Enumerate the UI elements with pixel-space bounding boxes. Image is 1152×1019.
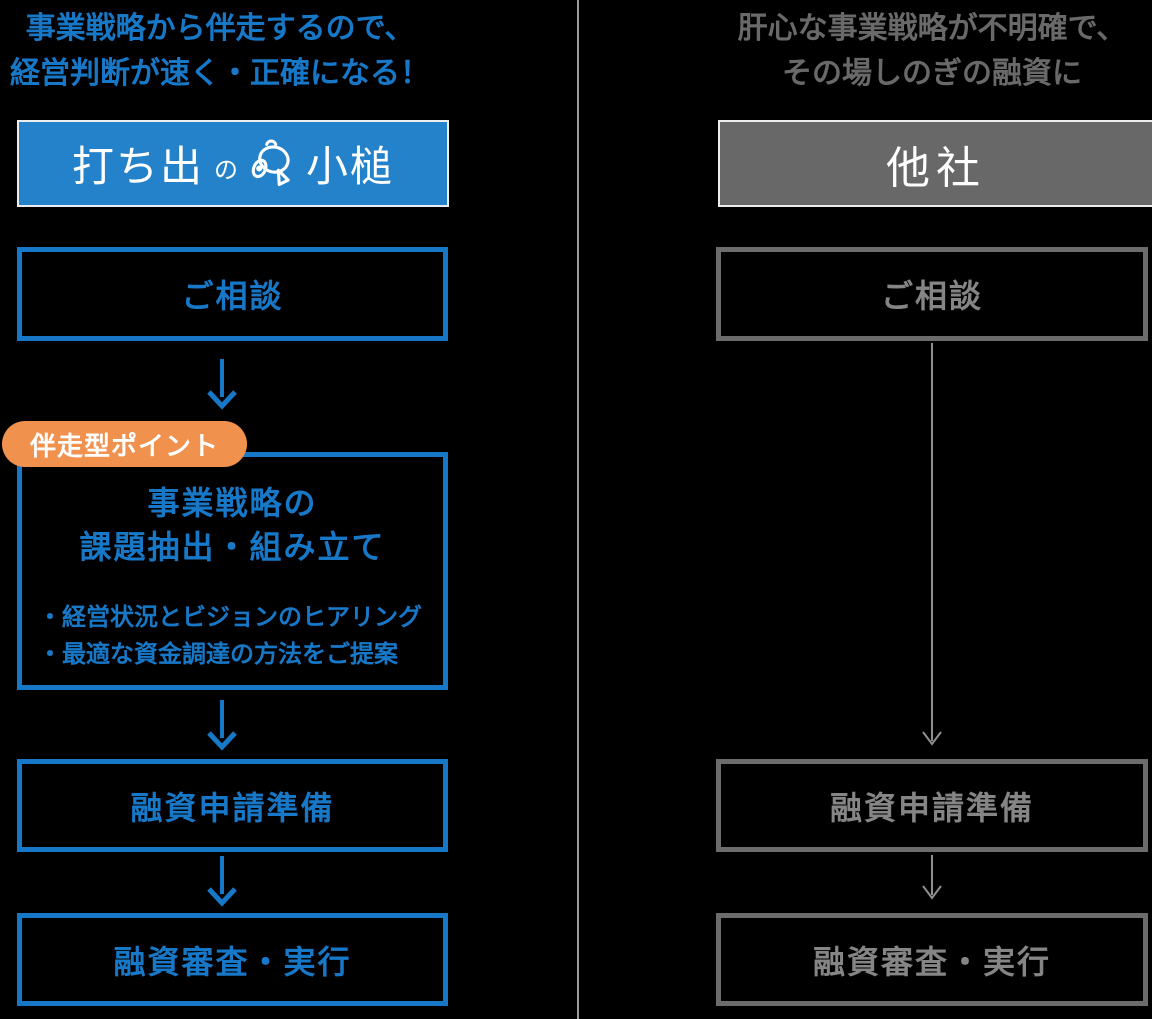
right-step-loan-application-prep: 融資申請準備 <box>716 759 1148 852</box>
left-step-loan-application-prep: 融資申請準備 <box>17 759 448 852</box>
right-heading-line1: 肝心な事業戦略が不明確で、 <box>737 12 1127 45</box>
column-divider <box>577 0 579 1019</box>
left-step-loan-application-prep-label: 融資申請準備 <box>130 789 335 826</box>
right-step-loan-screening-execution-label: 融資審査・実行 <box>812 943 1051 980</box>
arrow-down-icon <box>922 343 942 746</box>
left-heading-line1: 事業戦略から伴走するので、 <box>25 12 415 45</box>
strategy-bullet-1: ・経営状況とビジョンのヒアリング <box>38 604 422 631</box>
other-company-banner: 他社 <box>718 120 1152 207</box>
logo-text-part1: 打ち出 <box>71 143 204 190</box>
strategy-title-line1: 事業戦略の <box>147 485 318 521</box>
left-step-strategy: 事業戦略の 課題抽出・組み立て ・経営状況とビジョンのヒアリング ・最適な資金調… <box>17 452 448 690</box>
arrow-down-icon <box>922 855 942 900</box>
left-step-loan-screening-execution: 融資審査・実行 <box>17 913 448 1006</box>
companion-point-badge-label: 伴走型ポイント <box>29 430 219 461</box>
logo-text-part2: 小槌 <box>306 143 395 190</box>
strategy-bullet-2: ・最適な資金調達の方法をご提案 <box>38 641 398 668</box>
left-step-loan-screening-execution-label: 融資審査・実行 <box>113 943 352 980</box>
uchide-no-kozuchi-brand-banner: 打ち出 の 小槌 <box>17 120 449 207</box>
strategy-step-bullets: ・経営状況とビジョンのヒアリング ・最適な資金調達の方法をご提案 <box>22 599 443 673</box>
right-step-loan-application-prep-label: 融資申請準備 <box>829 789 1034 826</box>
strategy-step-title: 事業戦略の 課題抽出・組み立て <box>22 481 443 569</box>
other-company-label: 他社 <box>886 143 986 193</box>
right-heading-line2: その場しのぎの融資に <box>782 57 1082 90</box>
left-step-consultation-label: ご相談 <box>181 278 284 314</box>
companion-point-badge: 伴走型ポイント <box>2 421 247 467</box>
arrow-down-icon <box>207 359 237 410</box>
left-step-consultation: ご相談 <box>17 247 448 341</box>
right-step-consultation: ご相談 <box>716 247 1148 341</box>
right-step-consultation-label: ご相談 <box>880 278 983 314</box>
strategy-title-line2: 課題抽出・組み立て <box>79 529 386 565</box>
mallet-icon <box>246 138 300 189</box>
arrow-down-icon <box>207 856 237 907</box>
left-heading-line2: 経営判断が速く・正確になる！ <box>10 57 430 90</box>
left-column-heading: 事業戦略から伴走するので、 経営判断が速く・正確になる！ <box>0 6 440 96</box>
arrow-down-icon <box>207 700 237 751</box>
right-column-heading: 肝心な事業戦略が不明確で、 その場しのぎの融資に <box>716 6 1148 96</box>
logo-text-particle: の <box>214 157 238 184</box>
right-step-loan-screening-execution: 融資審査・実行 <box>716 913 1148 1006</box>
